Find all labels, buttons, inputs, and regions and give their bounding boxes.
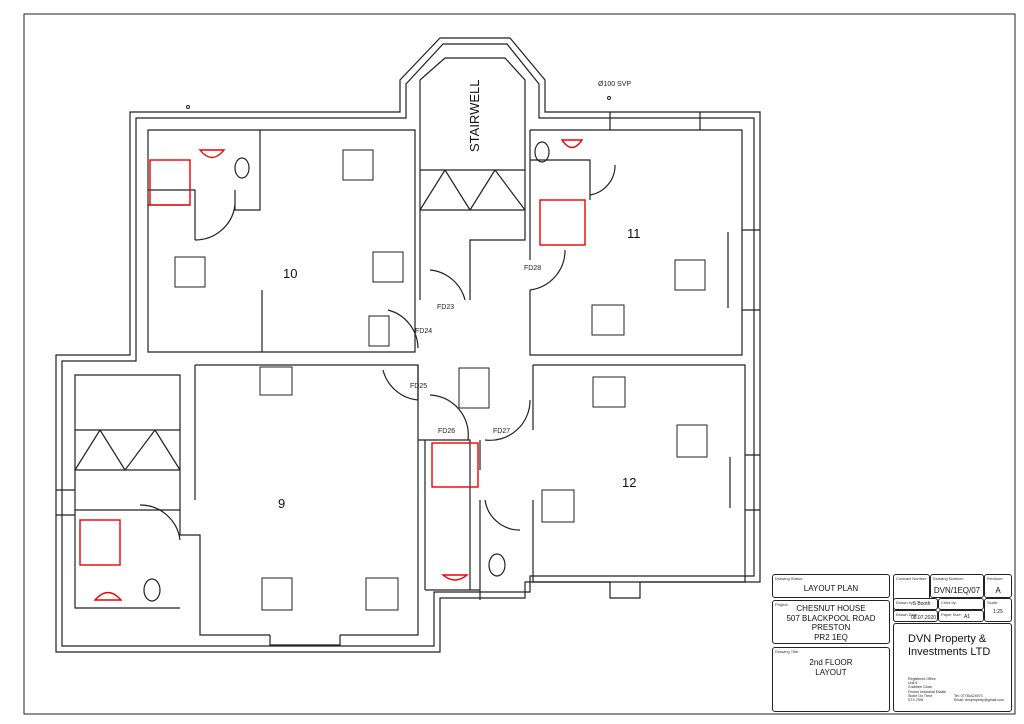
door-label: FD28 (524, 265, 541, 272)
sanitary-fittings (79, 139, 586, 602)
walls (55, 37, 761, 653)
door-label: FD25 (410, 383, 427, 390)
project-box: Project: CHESNUT HOUSE 507 BLACKPOOL ROA… (772, 600, 890, 644)
columns (174, 149, 708, 611)
room-label: 12 (622, 475, 636, 490)
door-label: FD27 (493, 428, 510, 435)
shower-tray (539, 199, 586, 246)
company-box: DVN Property & Investments LTD Registere… (893, 623, 1012, 712)
drawing-title-box: Drawing Title: 2nd FLOOR LAYOUT (772, 647, 890, 712)
drawing-number: DVN/1EQ/07 (933, 586, 981, 595)
drawing-status-box: Drawing Status: LAYOUT PLAN (772, 574, 890, 598)
door-label: FD24 (415, 328, 432, 335)
shower-tray (79, 519, 121, 566)
room-label: 9 (278, 496, 285, 511)
plan-labels: 10 11 12 9 STAIRWELL FD23 FD24 FD25 FD26… (186, 80, 641, 511)
room-label: 10 (283, 266, 297, 281)
room-label: 11 (627, 226, 641, 241)
drawing-border (23, 13, 1016, 715)
shower-tray (431, 442, 479, 488)
shower-tray (149, 159, 191, 206)
stairwell-label: STAIRWELL (467, 80, 482, 152)
door-label: FD23 (437, 304, 454, 311)
company-name: DVN Property & Investments LTD (908, 633, 991, 658)
svp-label: Ø100 SVP (598, 81, 631, 88)
door-label: FD26 (438, 428, 455, 435)
